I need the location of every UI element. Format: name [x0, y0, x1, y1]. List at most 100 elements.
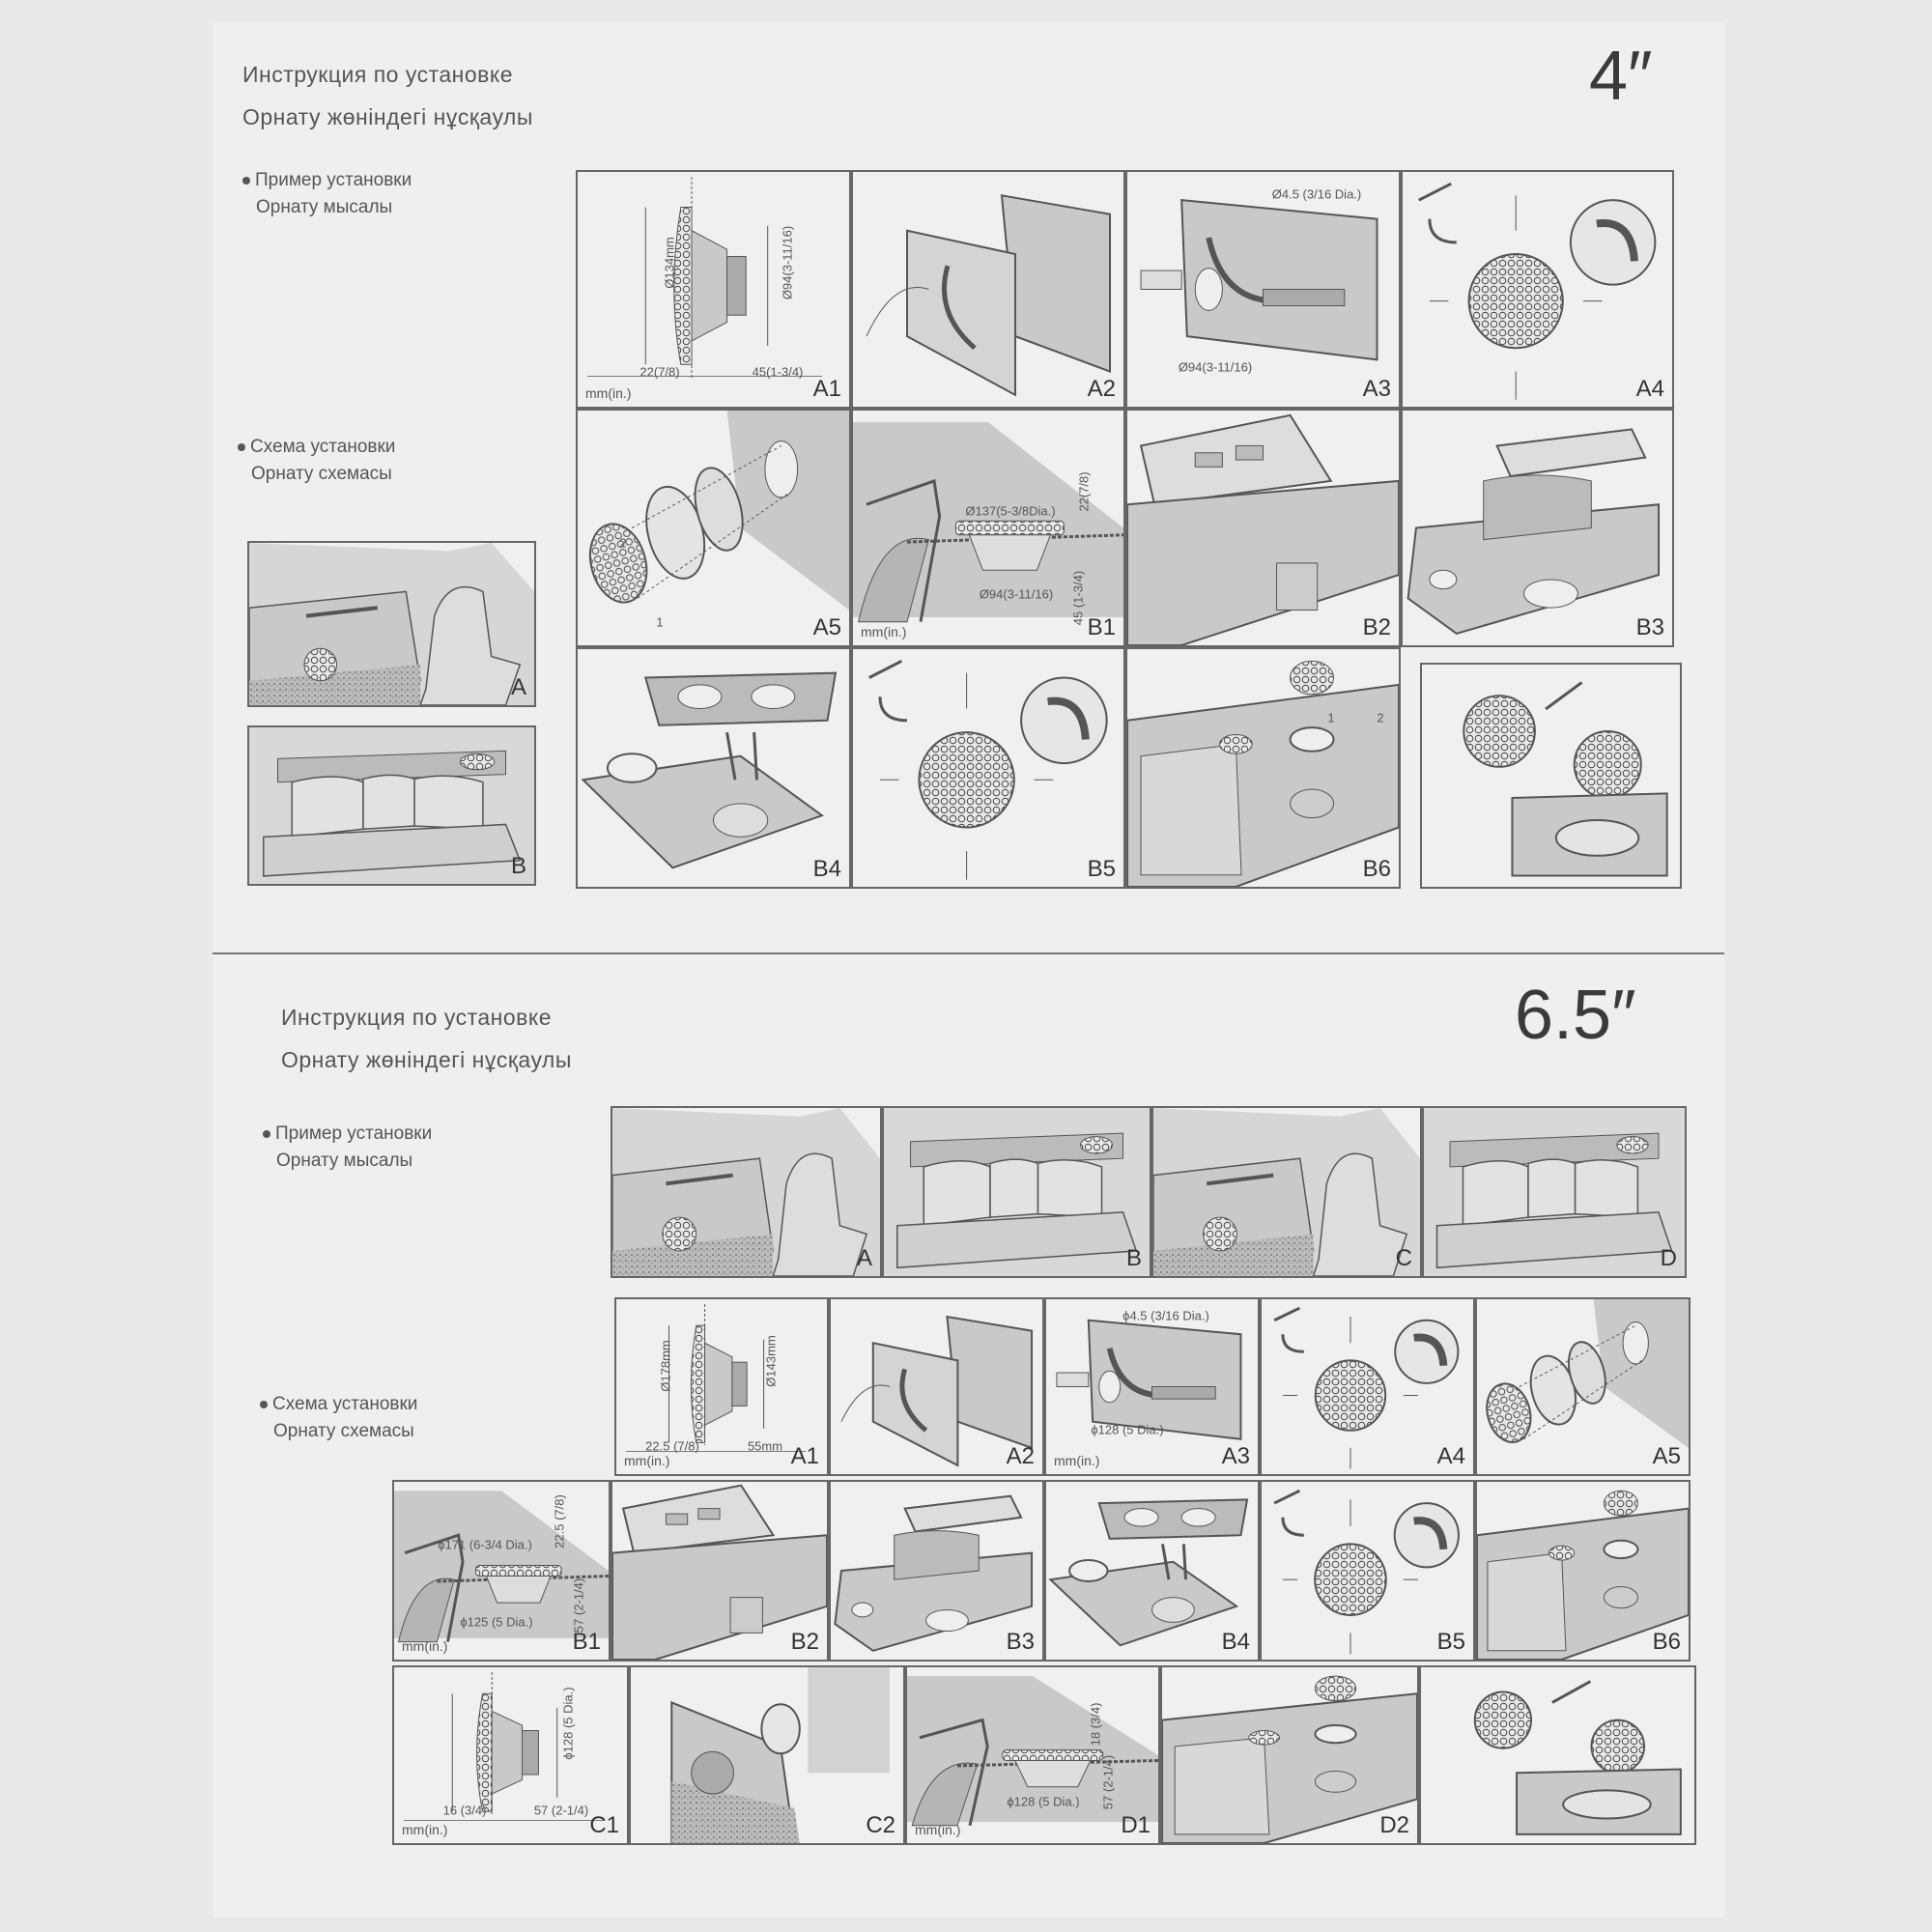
- step-label: B6: [1652, 1629, 1681, 1655]
- dimension-label: ϕ128 (5 Dia.): [1007, 1794, 1080, 1809]
- step-label: A5: [812, 614, 841, 640]
- step-label: B4: [812, 856, 841, 882]
- bullet-line-2: Орнату мысалы: [276, 1151, 413, 1171]
- dimension-label: 57 (2-1/4): [533, 1803, 589, 1818]
- step-panel-4in-b3: B3: [1401, 409, 1674, 647]
- bullet-dot: [260, 1400, 268, 1408]
- step-label: B6: [1362, 856, 1391, 882]
- bullet-line-2: Орнату схемасы: [251, 464, 392, 484]
- dimension-label: 57 (2-1/4): [571, 1577, 586, 1634]
- step-panel-4in-b4: B4: [576, 647, 851, 889]
- step-label: A4: [1436, 1443, 1465, 1469]
- dimension-label: 2: [619, 535, 627, 551]
- step-panel-6-5in-d: D: [1422, 1106, 1687, 1278]
- units-label: mm(in.): [585, 385, 632, 401]
- dimension-label: ϕ125 (5 Dia.): [460, 1614, 533, 1630]
- step-panel-6-5in-final: [1419, 1665, 1696, 1845]
- dimension-label: ϕ128 (5 Dia.): [1091, 1422, 1164, 1437]
- step-panel-6-5in-a2: A2: [829, 1297, 1044, 1476]
- dimension-label: 22(7/8): [639, 364, 680, 380]
- bullet-line-1: Схема установки: [272, 1394, 418, 1414]
- dimension-label: Ø178mm: [658, 1340, 673, 1392]
- dimension-label: Ø134mm: [662, 237, 677, 289]
- dimension-label: Ø94(3-11/16): [979, 586, 1054, 602]
- step-panel-4in-b5: B5: [851, 647, 1125, 889]
- step-panel-6-5in-b: B: [882, 1106, 1151, 1278]
- step-panel-4in-a2: A2: [851, 170, 1125, 409]
- title-russian: Инструкция по установке: [242, 62, 513, 87]
- dimension-label: 55mm: [747, 1438, 783, 1454]
- step-label: A: [510, 674, 526, 700]
- step-label: D: [1660, 1245, 1677, 1271]
- section-divider: [213, 952, 1724, 954]
- step-label: C: [1395, 1245, 1412, 1271]
- step-panel-6-5in-a3: ϕ4.5 (3/16 Dia.)ϕ128 (5 Dia.)mm(in.)A3: [1044, 1297, 1260, 1476]
- dimension-label: ϕ4.5 (3/16 Dia.): [1122, 1308, 1209, 1323]
- bullet-dot: [242, 176, 250, 185]
- step-label: B: [510, 853, 526, 879]
- dimension-label: Ø143mm: [763, 1335, 779, 1387]
- step-label: A: [856, 1245, 872, 1271]
- title-kazakh: Орнату жөніндегі нұсқаулы: [242, 104, 533, 129]
- dimension-label: 2: [1377, 710, 1384, 725]
- step-panel-4in-b2: B2: [1125, 409, 1401, 647]
- dimension-label: Ø94(3-11/16): [780, 225, 795, 300]
- bullet-line-2: Орнату схемасы: [273, 1421, 414, 1441]
- dimension-label: 18 (3/4): [1088, 1702, 1103, 1747]
- step-panel-6-5in-b5: B5: [1260, 1480, 1475, 1662]
- step-panel-6-5in-d2: D2: [1160, 1665, 1419, 1845]
- units-label: mm(in.): [402, 1638, 448, 1654]
- step-label: A3: [1362, 376, 1391, 402]
- step-label: B2: [1362, 614, 1391, 640]
- step-label: B3: [1006, 1629, 1035, 1655]
- step-panel-4in-a3: Ø4.5 (3/16 Dia.) Ø94(3-11/16) A3: [1125, 170, 1401, 409]
- step-label: D1: [1121, 1812, 1151, 1838]
- step-label: B1: [1087, 614, 1116, 640]
- step-label: A2: [1006, 1443, 1035, 1469]
- step-panel-4in-b1: Ø137(5-3/8Dia.)22(7/8)Ø94(3-11/16)45 (1-…: [851, 409, 1125, 647]
- bullet-line-1: Пример установки: [275, 1123, 433, 1144]
- step-panel-4in-a1: Ø134mm Ø94(3-11/16) 22(7/8) 45(1-3/4) mm(in.…: [576, 170, 851, 409]
- speaker-size-heading: 6.5″: [1515, 977, 1636, 1054]
- step-label: A3: [1221, 1443, 1250, 1469]
- step-label: A1: [812, 376, 841, 402]
- units-label: mm(in.): [915, 1822, 961, 1837]
- step-panel-4in-a4: A4: [1401, 170, 1674, 409]
- units-label: mm(in.): [402, 1822, 448, 1837]
- dimension-label: 1: [1327, 710, 1335, 725]
- units-label: mm(in.): [861, 624, 907, 639]
- step-panel-6-5in-b1: ϕ171 (6-3/4 Dia.)22.5 (7/8)ϕ125 (5 Dia.)…: [392, 1480, 611, 1662]
- dimension-label: 45(1-3/4): [752, 364, 804, 380]
- step-label: B3: [1635, 614, 1664, 640]
- step-panel-4in-b: B: [247, 725, 536, 886]
- bullet-line-1: Пример установки: [255, 170, 412, 190]
- dimension-label: ϕ128 (5 Dia.): [560, 1687, 576, 1760]
- dimension-label: ϕ171 (6-3/4 Dia.): [438, 1537, 532, 1552]
- step-label: D2: [1379, 1812, 1409, 1838]
- dimension-label: Ø137(5-3/8Dia.): [965, 503, 1056, 519]
- dimension-label: 22.5 (7/8): [645, 1438, 699, 1454]
- dimension-label: 22(7/8): [1076, 471, 1092, 512]
- step-label: B2: [790, 1629, 819, 1655]
- step-label: A1: [790, 1443, 819, 1469]
- dimension-label: Ø94(3-11/16): [1178, 359, 1253, 375]
- step-panel-6-5in-b2: B2: [611, 1480, 829, 1662]
- step-panel-6-5in-a5: A5: [1475, 1297, 1690, 1476]
- step-panel-6-5in-b3: B3: [829, 1480, 1044, 1662]
- step-panel-6-5in-b4: B4: [1044, 1480, 1260, 1662]
- step-panel-6-5in-c2: C2: [629, 1665, 905, 1845]
- step-panel-6-5in-b6: B6: [1475, 1480, 1690, 1662]
- step-label: A5: [1652, 1443, 1681, 1469]
- title-kazakh: Орнату жөніндегі нұсқаулы: [281, 1047, 572, 1072]
- step-label: C2: [866, 1812, 895, 1838]
- dimension-label: Ø4.5 (3/16 Dia.): [1271, 186, 1362, 202]
- speaker-size-heading: 4″: [1589, 38, 1653, 115]
- step-panel-6-5in-d1: 18 (3/4)57 (2-1/4)ϕ128 (5 Dia.)mm(in.)D1: [905, 1665, 1160, 1845]
- dimension-label: 16 (3/4): [442, 1803, 487, 1818]
